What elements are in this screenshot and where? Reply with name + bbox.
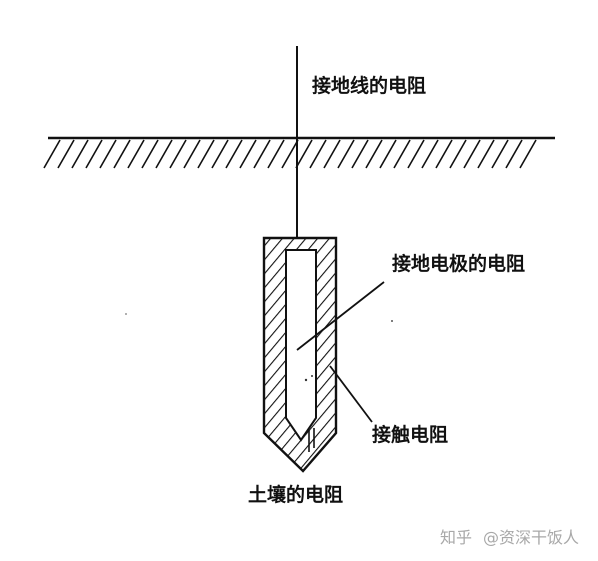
soil-hatch-mark — [463, 139, 481, 169]
soil-hatch-mark — [323, 139, 341, 169]
soil-hatch-mark — [281, 139, 299, 169]
electrode-resistance-label: 接地电极的电阻 — [392, 252, 525, 275]
electrode-core — [285, 249, 317, 442]
soil-hatch-mark — [407, 139, 425, 169]
soil-hatch-mark — [155, 139, 173, 169]
soil-hatching — [43, 139, 537, 169]
scan-speck — [391, 320, 393, 322]
soil-hatch-mark — [435, 139, 453, 169]
watermark-platform: 知乎 — [440, 528, 472, 547]
soil-hatch-mark — [351, 139, 369, 169]
ground-wire-resistance-label: 接地线的电阻 — [312, 74, 426, 97]
soil-hatch-mark — [267, 139, 285, 169]
soil-hatch-mark — [99, 139, 117, 169]
soil-hatch-mark — [57, 139, 75, 169]
soil-hatch-mark — [253, 139, 271, 169]
soil-hatch-mark — [225, 139, 243, 169]
soil-hatch-mark — [85, 139, 103, 169]
soil-hatch-mark — [379, 139, 397, 169]
soil-hatch-mark — [393, 139, 411, 169]
soil-hatch-mark — [421, 139, 439, 169]
watermark: 知乎 @资深干饭人 — [440, 528, 579, 547]
soil-hatch-mark — [491, 139, 509, 169]
soil-hatch-mark — [505, 139, 523, 169]
scan-speck — [304, 378, 308, 382]
soil-hatch-mark — [239, 139, 257, 169]
soil-hatch-mark — [43, 139, 61, 169]
soil-hatch-mark — [477, 139, 495, 169]
soil-hatch-mark — [295, 139, 313, 169]
soil-hatch-mark — [169, 139, 187, 169]
soil-hatch-mark — [71, 139, 89, 169]
soil-hatch-mark — [519, 139, 537, 169]
soil-hatch-mark — [127, 139, 145, 169]
electrode-resistance-leader — [296, 281, 385, 351]
soil-hatch-mark — [211, 139, 229, 169]
soil-hatch-mark — [197, 139, 215, 169]
soil-resistance-label: 土壤的电阻 — [248, 483, 343, 506]
contact-resistance-label: 接触电阻 — [372, 423, 448, 446]
soil-hatch-mark — [449, 139, 467, 169]
contact-resistance-leader — [329, 365, 373, 423]
scan-speck — [125, 313, 127, 315]
soil-hatch-mark — [365, 139, 383, 169]
scan-speck — [311, 375, 313, 377]
soil-hatch-mark — [141, 139, 159, 169]
soil-hatch-mark — [337, 139, 355, 169]
watermark-author: @资深干饭人 — [483, 528, 579, 547]
soil-hatch-mark — [183, 139, 201, 169]
soil-hatch-mark — [309, 139, 327, 169]
soil-hatch-mark — [113, 139, 131, 169]
